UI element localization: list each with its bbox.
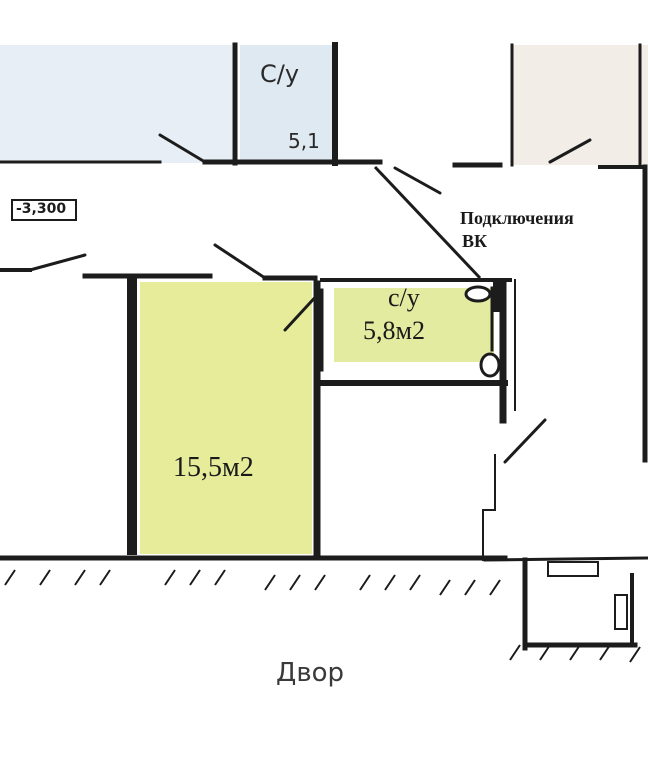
bathroom-label: с/у (388, 283, 420, 312)
room-area: 15,5м2 (173, 452, 254, 483)
toilet-top-fill (240, 45, 333, 160)
connection-note-line1: Подключения (460, 208, 574, 228)
elevation-box (11, 199, 77, 221)
walls (0, 42, 648, 651)
water-connection-line (373, 165, 482, 280)
wall-niche (614, 594, 628, 630)
ground-hatching (4, 569, 641, 663)
elevation-mark: -3,300 (16, 201, 67, 217)
yard-label: Двор (276, 658, 345, 688)
toilet-top-area: 5,1 (288, 129, 320, 153)
top-left-room-fill (0, 45, 232, 163)
bathroom-area: 5,8м2 (363, 316, 425, 345)
toilet-top-label: С/у (260, 60, 300, 88)
riser (493, 280, 504, 312)
door-swings (28, 133, 592, 464)
room-highlight (140, 282, 312, 554)
plumbing-fixtures (464, 285, 501, 378)
bench-symbol (547, 561, 599, 577)
connection-note-line2: ВК (462, 231, 488, 251)
bathroom-highlight (334, 288, 494, 362)
